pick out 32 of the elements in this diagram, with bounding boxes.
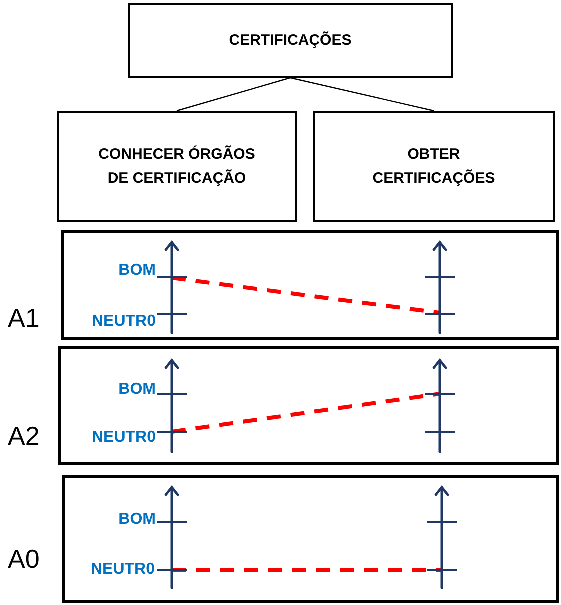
panel-label: A2 [8,423,40,449]
process-box [57,111,297,222]
level-label: BOM [118,382,156,398]
tick-mark [157,521,187,523]
panel-label: A1 [8,305,40,331]
tick-mark [157,313,187,315]
tick-mark [157,393,187,395]
level-label: NEUTR0 [90,562,155,578]
level-label: BOM [118,512,156,528]
box-title: CONHECER ÓRGÃOS DE CERTIFICAÇÃO [98,144,256,188]
tick-mark [157,276,187,278]
connector-line [176,77,291,112]
connector-line [290,77,434,112]
level-label: NEUTR0 [92,430,156,446]
dashed-line [172,276,440,315]
tick-mark [425,431,455,433]
process-box [313,111,555,222]
tick-mark [427,569,457,571]
tick-mark [425,313,455,315]
dashed-line [172,392,440,434]
tick-mark [425,276,455,278]
box-title: CERTIFICAÇÕES [229,30,352,51]
box-title: OBTER CERTIFICAÇÕES [372,145,496,188]
process-box [128,3,453,78]
tick-mark [427,521,457,523]
level-label: BOM [118,263,156,279]
tick-mark [157,431,187,433]
level-label: NEUTR0 [92,314,156,330]
tick-mark [425,393,455,395]
tick-mark [157,569,187,571]
panel-label: A0 [8,546,40,572]
dashed-line [172,568,442,572]
